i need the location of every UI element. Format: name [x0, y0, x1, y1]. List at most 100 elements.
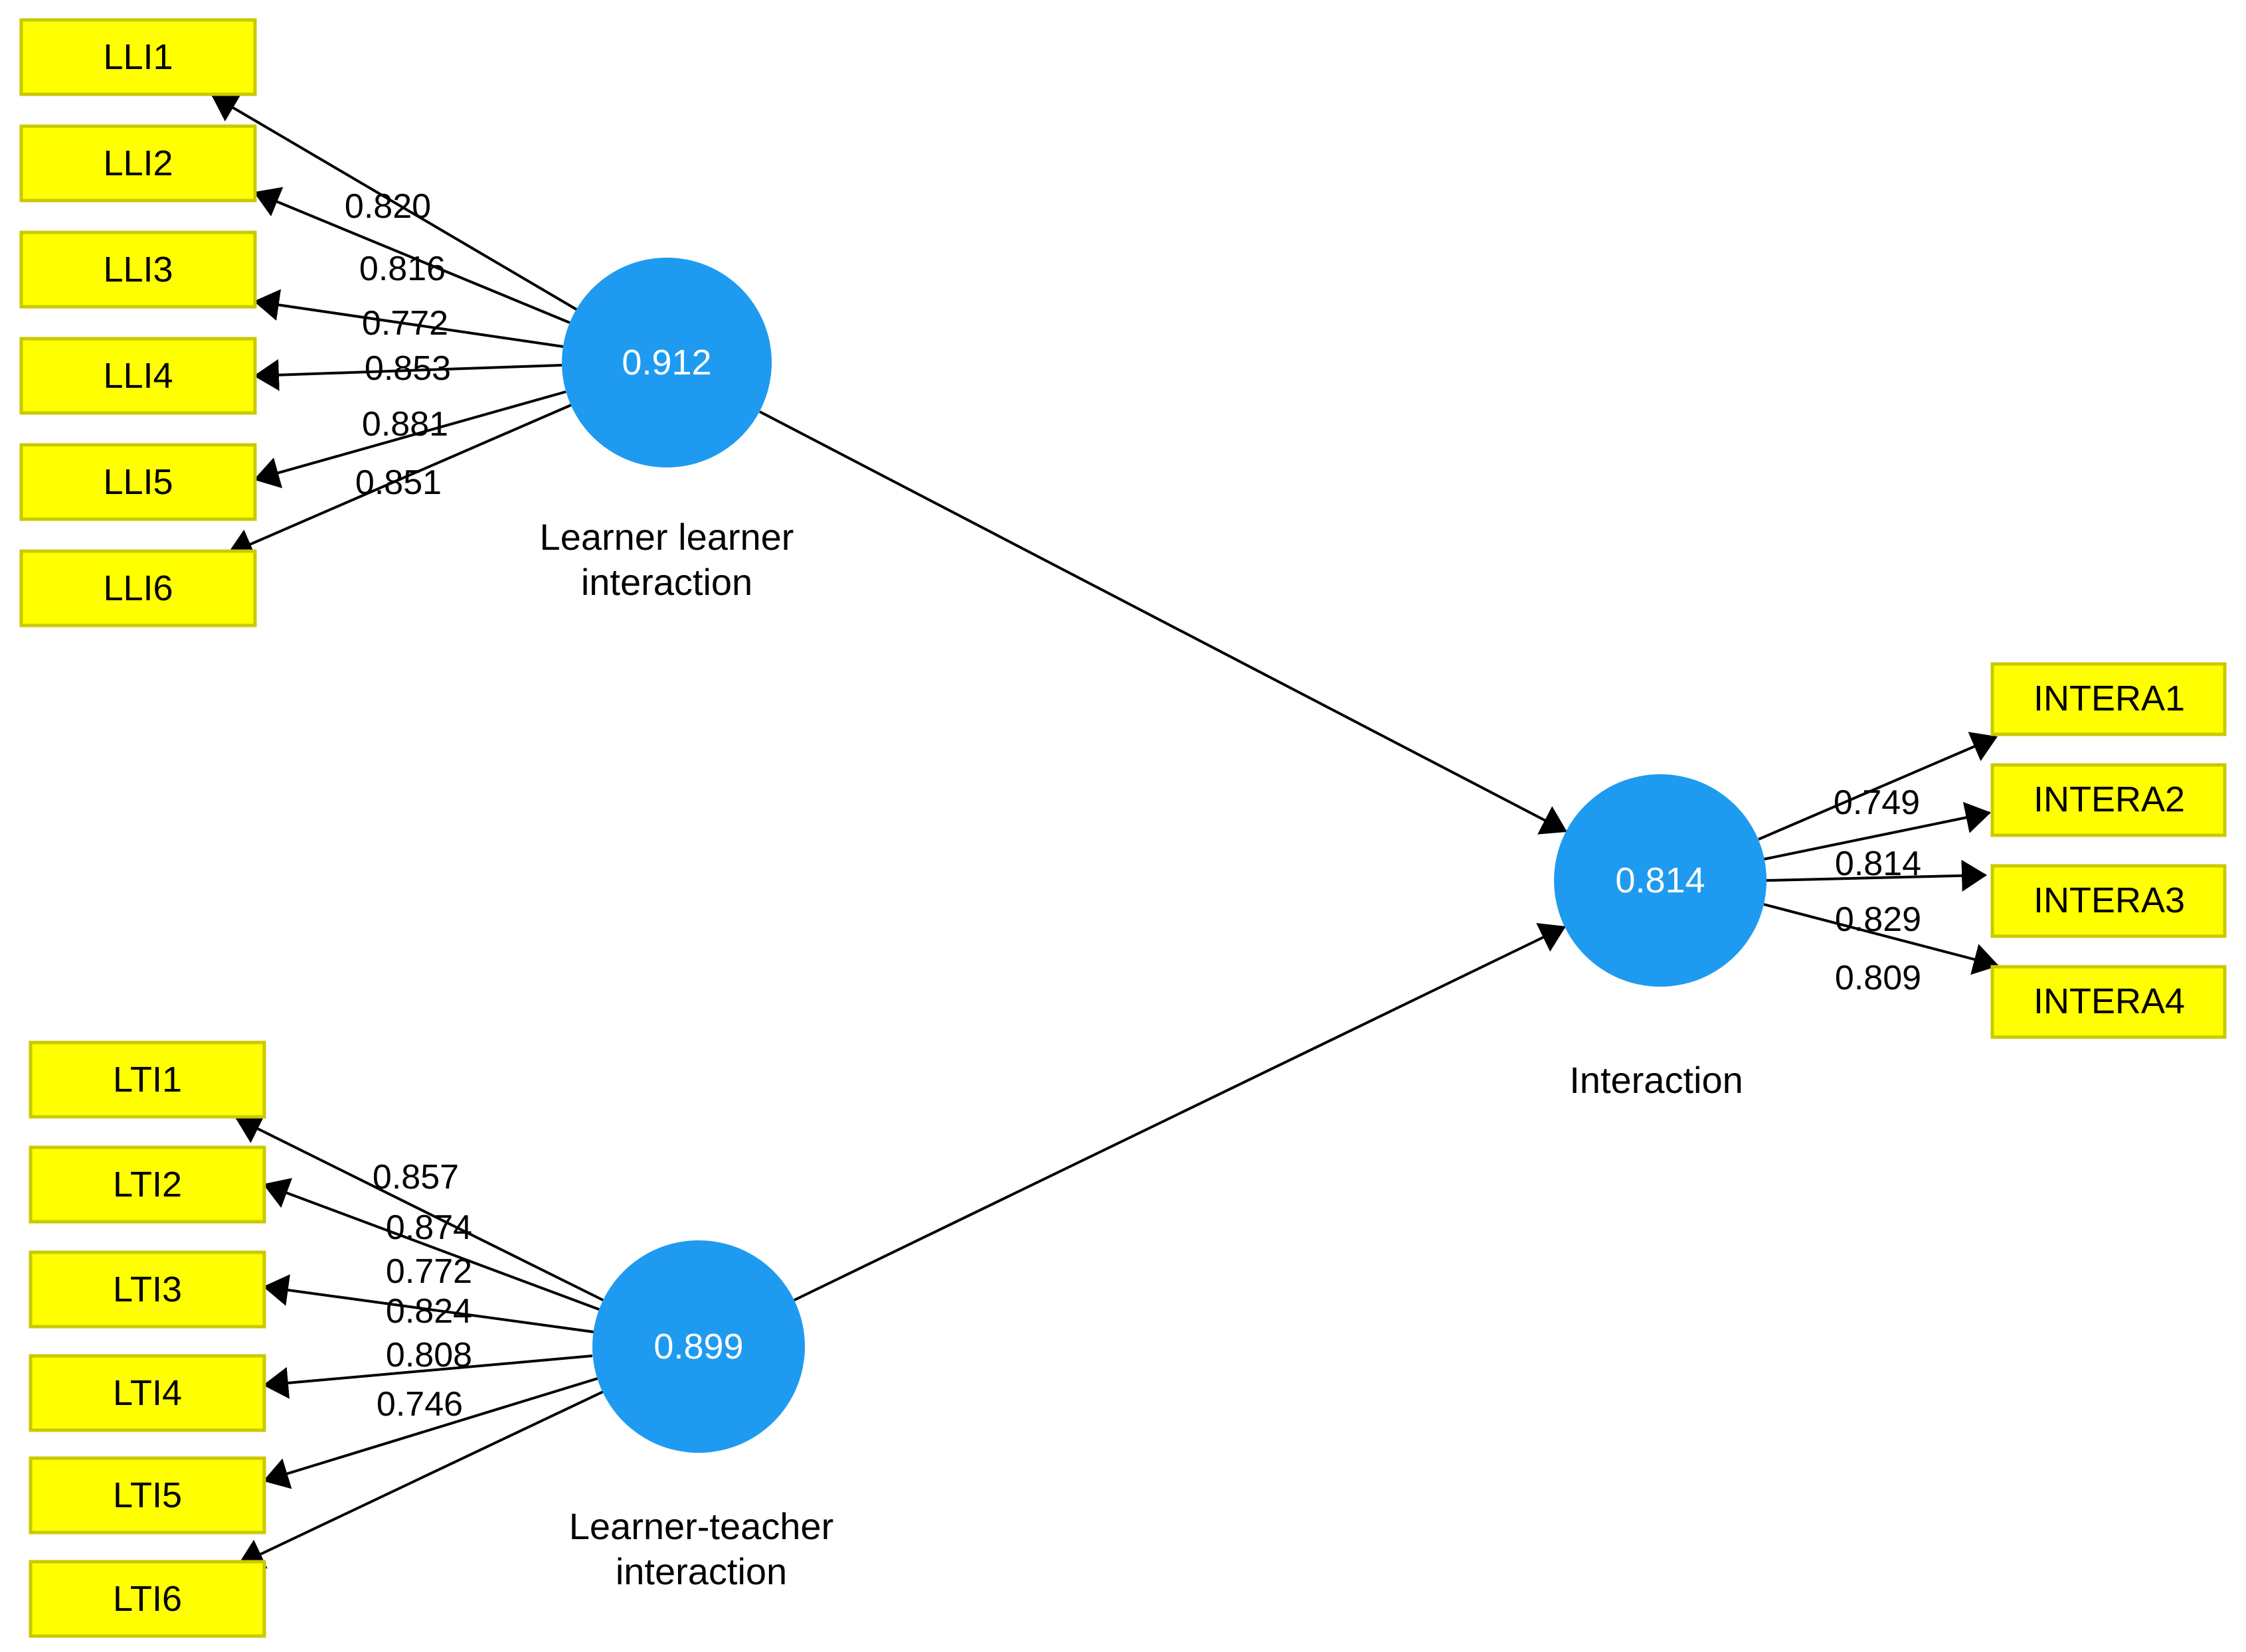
construct-interaction: 0.814 Interaction: [1554, 774, 1767, 1101]
indicator-lli3: LLI3: [19, 230, 257, 309]
edge-lli-to-lli2: [254, 187, 570, 324]
indicator-box-lli2[interactable]: [19, 124, 257, 203]
indicator-box-lti4[interactable]: [29, 1354, 266, 1432]
indicator-label-lti3: LTI3: [113, 1270, 182, 1309]
indicator-lti3: LTI3: [29, 1250, 266, 1329]
indicator-label-lli1: LLI1: [103, 37, 173, 77]
construct-label-lti-line2: interaction: [616, 1550, 787, 1592]
construct-label-lli-line2: interaction: [581, 561, 752, 603]
edge-lli-to-lli1: [211, 94, 578, 311]
interaction-loadings-group: 0.749 0.814 0.829 0.809: [1834, 784, 1921, 997]
indicator-lli2: LLI2: [19, 124, 257, 203]
loading-lti6: 0.746: [377, 1385, 463, 1424]
loading-intera1: 0.749: [1834, 784, 1920, 822]
indicator-intera2: INTERA2: [1990, 763, 2227, 837]
lti-indicator-group: LTI1 LTI2 LTI3 LTI4 LTI5 LTI6: [29, 1040, 266, 1638]
construct-circle-learner-teacher-interaction[interactable]: [592, 1240, 805, 1453]
interaction-indicator-group: INTERA1 INTERA2 INTERA3 INTERA4: [1990, 662, 2227, 1039]
lli-indicator-group: LLI1 LLI2 LLI3 LLI4 LLI5 LLI6: [19, 18, 257, 627]
indicator-lti6: LTI6: [29, 1560, 266, 1638]
indicator-intera3: INTERA3: [1990, 864, 2227, 938]
indicator-lti2: LTI2: [29, 1145, 266, 1224]
indicator-box-lti1[interactable]: [29, 1040, 266, 1119]
indicator-label-lti4: LTI4: [113, 1373, 182, 1413]
indicator-label-intera1: INTERA1: [2033, 679, 2185, 718]
edge-lti-to-lti2: [263, 1178, 600, 1311]
edge-int-to-intera3: [1766, 859, 1987, 892]
indicator-box-lti2[interactable]: [29, 1145, 266, 1224]
construct-lli: 0.912 Learner learner interaction: [540, 258, 794, 603]
indicator-lli6: LLI6: [19, 549, 257, 627]
indicator-box-intera4[interactable]: [1990, 965, 2227, 1039]
indicator-label-lti1: LTI1: [113, 1060, 182, 1100]
loading-lti2: 0.874: [386, 1208, 472, 1247]
indicator-label-lli5: LLI5: [103, 462, 173, 502]
indicator-box-lli4[interactable]: [19, 337, 257, 415]
edge-lti-to-interaction: [794, 923, 1566, 1301]
loading-intera4: 0.809: [1835, 959, 1921, 997]
indicator-lli5: LLI5: [19, 443, 257, 521]
indicator-box-lti6[interactable]: [29, 1560, 266, 1638]
construct-value-lli: 0.912: [622, 343, 711, 382]
indicator-box-intera3[interactable]: [1990, 864, 2227, 938]
indicator-label-intera4: INTERA4: [2033, 981, 2185, 1021]
edge-int-to-intera4: [1763, 903, 1999, 975]
loading-lli4: 0.853: [365, 349, 451, 388]
construct-circle-learner-learner-interaction[interactable]: [562, 258, 772, 467]
construct-value-interaction: 0.814: [1615, 861, 1705, 900]
indicator-lti5: LTI5: [29, 1456, 266, 1534]
indicator-box-lti3[interactable]: [29, 1250, 266, 1329]
construct-value-lti: 0.899: [653, 1327, 743, 1366]
indicator-label-lli6: LLI6: [103, 568, 173, 608]
edge-lli-to-lli3: [254, 289, 564, 348]
indicator-box-lti5[interactable]: [29, 1456, 266, 1534]
indicator-label-lli2: LLI2: [103, 143, 173, 183]
indicator-label-intera3: INTERA3: [2033, 880, 2185, 920]
indicator-box-lli6[interactable]: [19, 549, 257, 627]
indicator-intera1: INTERA1: [1990, 662, 2227, 736]
edge-lti-to-lti3: [263, 1274, 594, 1333]
lli-loadings-group: 0.820 0.816 0.772 0.853 0.881 0.851: [345, 187, 451, 502]
indicator-label-lti5: LTI5: [113, 1475, 182, 1515]
indicator-label-lli4: LLI4: [103, 356, 173, 396]
loading-intera2: 0.814: [1835, 845, 1921, 883]
loading-lli5: 0.881: [362, 405, 448, 444]
indicator-label-intera2: INTERA2: [2033, 780, 2185, 819]
edge-int-to-intera1: [1758, 732, 1998, 841]
loading-lli3: 0.772: [362, 304, 448, 343]
loading-lti4: 0.824: [386, 1292, 472, 1331]
indicator-box-intera2[interactable]: [1990, 763, 2227, 837]
indicator-lli4: LLI4: [19, 337, 257, 415]
edge-lti-to-lti5: [263, 1377, 598, 1489]
edge-int-to-intera2: [1763, 801, 1991, 861]
construct-label-lti-line1: Learner-teacher: [569, 1505, 833, 1547]
indicator-lli1: LLI1: [19, 18, 257, 96]
edge-lli-to-lli5: [254, 390, 566, 489]
loading-lti5: 0.808: [386, 1336, 472, 1374]
indicator-lti1: LTI1: [29, 1040, 266, 1119]
construct-circle-interaction[interactable]: [1554, 774, 1767, 987]
construct-label-lli-line1: Learner learner: [540, 516, 794, 558]
edge-lli-to-lli4: [254, 359, 562, 391]
edge-lti-to-lti1: [235, 1114, 604, 1301]
construct-lti: 0.899 Learner-teacher interaction: [569, 1240, 833, 1592]
loading-intera3: 0.829: [1835, 900, 1921, 939]
indicator-box-lli5[interactable]: [19, 443, 257, 521]
indicator-box-lli1[interactable]: [19, 18, 257, 96]
indicator-label-lli3: LLI3: [103, 250, 173, 289]
construct-label-interaction: Interaction: [1569, 1059, 1743, 1101]
edge-lti-to-lti4: [263, 1355, 593, 1399]
loading-lli6: 0.851: [355, 463, 442, 502]
indicator-intera4: INTERA4: [1990, 965, 2227, 1039]
indicator-box-intera1[interactable]: [1990, 662, 2227, 736]
indicator-label-lti6: LTI6: [113, 1579, 182, 1619]
edge-lti-to-lti6: [238, 1390, 604, 1569]
edge-lli-to-interaction: [759, 410, 1567, 835]
edge-lli-to-lli6: [227, 404, 572, 559]
loading-lti1: 0.857: [373, 1158, 459, 1197]
loading-lli1: 0.820: [345, 187, 431, 226]
indicator-box-lli3[interactable]: [19, 230, 257, 309]
loading-lti3: 0.772: [386, 1252, 472, 1291]
